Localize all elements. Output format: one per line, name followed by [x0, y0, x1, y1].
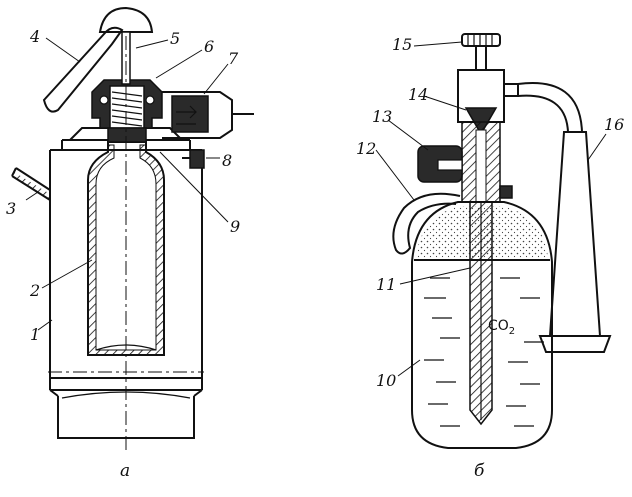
- horn-16-base: [538, 335, 612, 353]
- label-3: 3: [6, 199, 16, 218]
- tube-16-hose: [517, 82, 583, 133]
- formula-subscript: 2: [509, 326, 515, 337]
- cap-5: [98, 6, 154, 33]
- valve-ball-left: [99, 95, 109, 105]
- body-top-shoulder: [50, 139, 202, 151]
- nozzle-arrows: [176, 105, 197, 125]
- screw-right: [499, 185, 513, 199]
- stem-5: [121, 31, 131, 85]
- label-10: 10: [376, 371, 396, 390]
- label-13: 13: [372, 107, 392, 126]
- screw-8: [189, 149, 205, 169]
- liquid-marks: [424, 277, 544, 427]
- central-tube-bore: [475, 129, 487, 203]
- tube-connector: [504, 83, 519, 97]
- handle-12: [392, 192, 461, 255]
- valve-cone-14: [464, 107, 498, 136]
- label-5: 5: [170, 29, 180, 48]
- caption-a: а: [120, 461, 130, 481]
- valve-ball-right: [145, 95, 155, 105]
- valve-seal-9: [107, 127, 147, 143]
- label-11: 11: [376, 275, 396, 294]
- label-8: 8: [222, 151, 232, 170]
- label-16: 16: [604, 115, 624, 134]
- lever-4: [42, 26, 124, 113]
- nozzle-7-nut: [171, 95, 209, 133]
- caption-b: б: [474, 461, 485, 481]
- valve-13-pin: [437, 159, 463, 171]
- handle-3-hatch: [12, 172, 50, 200]
- label-14: 14: [408, 85, 428, 104]
- label-2: 2: [29, 281, 40, 300]
- bottle-10: [411, 201, 553, 449]
- knob-15-ribs: [467, 34, 493, 46]
- leaders-a: [25, 37, 229, 331]
- leaders-b: [375, 41, 607, 377]
- apparatus-a: 1 2 3 4 5 6 7 8 9 а: [6, 6, 254, 481]
- label-4: 4: [29, 27, 40, 46]
- label-7: 7: [228, 49, 239, 68]
- valve-spring: [111, 91, 143, 127]
- apparatus-b: CO2 10 11 12 13 14 15 16 б: [356, 33, 624, 481]
- horn-16: [548, 131, 602, 337]
- knob-15-stem: [475, 46, 487, 70]
- label-1: 1: [30, 325, 40, 344]
- formula-co2: CO2: [488, 318, 515, 337]
- label-6: 6: [204, 37, 214, 56]
- knob-15: [461, 33, 501, 47]
- label-9: 9: [230, 217, 240, 236]
- label-12: 12: [356, 139, 376, 158]
- label-15: 15: [392, 35, 412, 54]
